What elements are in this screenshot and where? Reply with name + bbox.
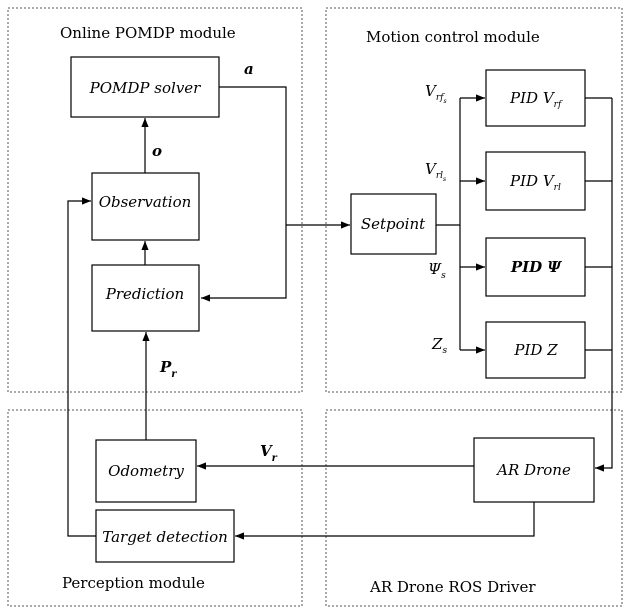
observation-block	[91, 172, 200, 241]
ros-driver-title: AR Drone ROS Driver	[369, 578, 536, 596]
pid-vrl-label: PID Vrl	[509, 172, 561, 193]
pid-to-drone-arrow	[595, 98, 613, 472]
motion-module-title: Motion control module	[366, 28, 540, 46]
motion-module-frame	[325, 7, 623, 393]
pid-z-block	[485, 321, 586, 379]
action-to-pred-arrow	[201, 86, 287, 302]
target-detection-block	[95, 509, 235, 563]
pomdp-solver-block	[70, 56, 220, 118]
prediction-label: Prediction	[105, 285, 184, 303]
odometry-label: Odometry	[108, 462, 184, 480]
odometry-block	[95, 439, 197, 503]
observation-label: Observation	[99, 193, 192, 211]
pid-vrl-block	[485, 151, 586, 211]
pid-z-label: PID Z	[513, 341, 558, 359]
pomdp-solver-label: POMDP solver	[89, 79, 202, 97]
signal-vrf: Vrfs	[425, 82, 447, 105]
signal-pr: Pr	[159, 358, 177, 380]
perception-module-frame	[7, 409, 303, 607]
signal-vrl: Vrls	[425, 160, 446, 183]
signal-o: o	[152, 142, 162, 160]
signal-psi: Ψs	[428, 260, 446, 281]
ar-drone-label: AR Drone	[495, 461, 571, 479]
pid-vrf-label: PID Vrf	[509, 89, 563, 110]
perception-module-title: Perception module	[62, 574, 205, 592]
signal-z: Zs	[431, 335, 447, 356]
ar-drone-block	[473, 437, 595, 503]
target-to-obs-arrow	[67, 197, 96, 537]
pomdp-module-title: Online POMDP module	[60, 24, 236, 42]
setpoint-block	[350, 193, 437, 255]
pid-psi-label: PID Ψ	[510, 258, 563, 276]
prediction-block	[91, 264, 200, 332]
pid-vrf-block	[485, 69, 586, 127]
setpoint-label: Setpoint	[361, 215, 426, 233]
ros-driver-frame	[325, 409, 623, 607]
drone-to-target-arrow	[235, 502, 535, 540]
signal-vr: Vr	[260, 442, 278, 464]
signal-a: a	[244, 60, 254, 78]
target-detection-label: Target detection	[102, 528, 228, 546]
pomdp-module-frame	[7, 7, 303, 393]
